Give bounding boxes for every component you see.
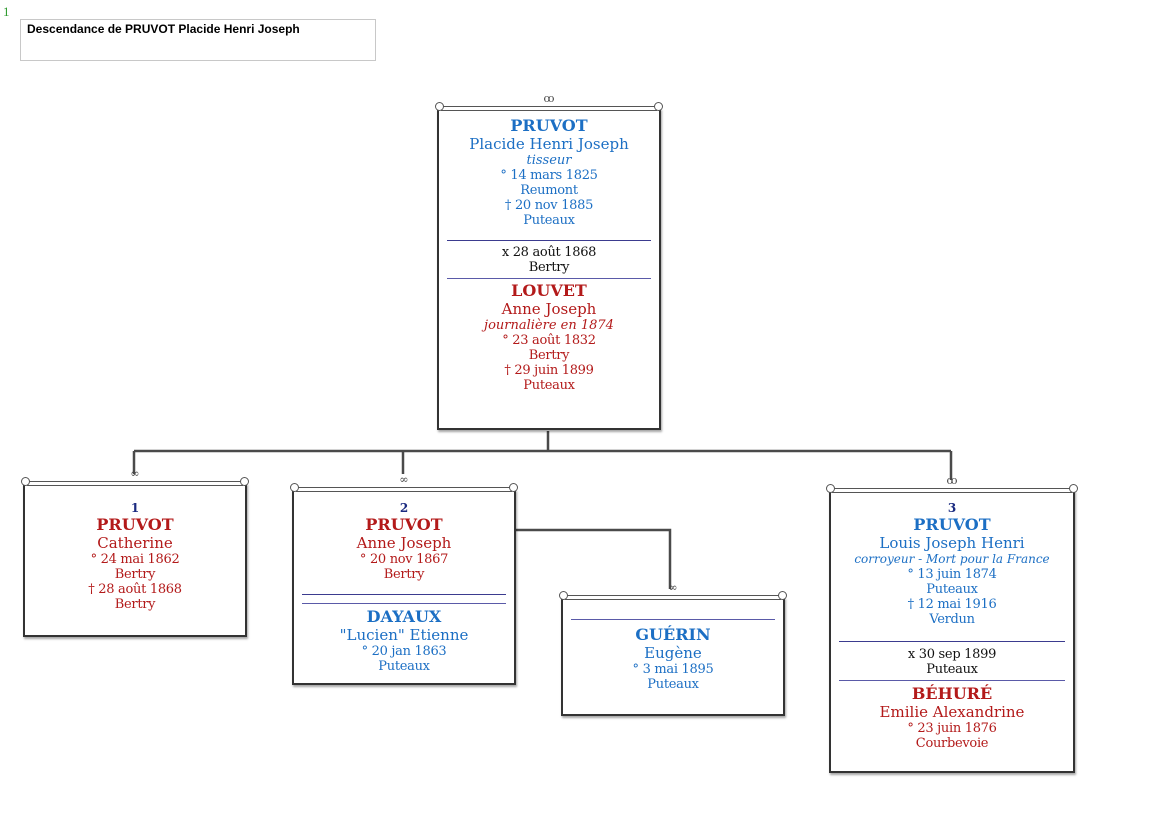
root-family-card[interactable]: ꝏ PRUVOT Placide Henri Joseph tisseur ° … [435, 93, 663, 430]
scroll-ornament-icon: ∞ [290, 474, 518, 495]
child-birth-place: Puteaux [926, 582, 978, 597]
grandchild-surname: GUÉRIN [635, 625, 711, 644]
root-spouse-birth-date: ° 23 août 1832 [502, 333, 596, 348]
child-number: 1 [130, 501, 140, 515]
spouse-birth-place: Puteaux [378, 659, 430, 674]
root-occupation: tisseur [526, 153, 572, 168]
child-birth-date: ° 13 juin 1874 [907, 567, 997, 582]
scroll-ornament-icon: ∞ [559, 582, 787, 603]
spouse-given-name: Emilie Alexandrine [879, 703, 1025, 721]
divider [571, 619, 775, 620]
child-number: 2 [399, 501, 409, 515]
child-given-name: Louis Joseph Henri [879, 534, 1025, 552]
root-birth-date: ° 14 mars 1825 [500, 168, 598, 183]
root-death-place: Puteaux [523, 213, 575, 228]
root-marriage-place: Bertry [528, 260, 570, 275]
spouse-surname: DAYAUX [366, 607, 442, 626]
divider [302, 603, 506, 604]
root-spouse-occupation: journalière en 1874 [484, 318, 614, 333]
scroll-ornament-icon: ꝏ [435, 93, 663, 114]
spouse-birth-date: ° 20 jan 1863 [361, 644, 447, 659]
child-birth-date: ° 20 nov 1867 [359, 552, 449, 567]
marriage-date: x 30 sep 1899 [907, 647, 997, 662]
root-spouse-given-name: Anne Joseph [501, 300, 597, 318]
child-death-place: Verdun [929, 612, 975, 627]
child-occupation: corroyeur - Mort pour la France [854, 552, 1050, 566]
child-death-date: † 12 mai 1916 [907, 597, 997, 612]
spouse-surname: BÉHURÉ [911, 684, 993, 703]
scroll-ornament-icon: ꝏ [826, 475, 1078, 496]
root-surname: PRUVOT [510, 116, 588, 135]
child-given-name: Catherine [97, 534, 173, 552]
root-marriage-date: x 28 août 1868 [501, 245, 597, 260]
spouse-birth-date: ° 23 juin 1876 [907, 721, 997, 736]
child-birth-place: Bertry [114, 567, 156, 582]
child-card-2[interactable]: ∞ 2 PRUVOT Anne Joseph ° 20 nov 1867 Ber… [290, 474, 518, 685]
root-given-name: Placide Henri Joseph [469, 135, 629, 153]
page-number: 1 [3, 4, 10, 19]
grandchild-line [515, 528, 672, 589]
marriage-place: Puteaux [926, 662, 978, 677]
tree-title-box: Descendance de PRUVOT Placide Henri Jose… [20, 19, 376, 61]
child-death-place: Bertry [114, 597, 156, 612]
divider [447, 240, 651, 241]
divider [447, 278, 651, 279]
root-spouse-birth-place: Bertry [528, 348, 570, 363]
spouse-given-name: "Lucien" Etienne [339, 626, 469, 644]
child-birth-date: ° 24 mai 1862 [90, 552, 180, 567]
root-spouse-death-date: † 29 juin 1899 [504, 363, 594, 378]
root-spouse-surname: LOUVET [511, 281, 587, 300]
divider [839, 680, 1065, 681]
root-spouse-death-place: Puteaux [523, 378, 575, 393]
root-death-date: † 20 nov 1885 [504, 198, 594, 213]
root-birth-place: Reumont [520, 183, 578, 198]
child-given-name: Anne Joseph [356, 534, 452, 552]
spouse-birth-place: Courbevoie [915, 736, 989, 751]
divider [302, 594, 506, 595]
child-surname: PRUVOT [365, 515, 443, 534]
divider [839, 641, 1065, 642]
grandchild-card[interactable]: ∞ GUÉRIN Eugène ° 3 mai 1895 Puteaux [559, 582, 787, 716]
child-card-1[interactable]: ∞ 1 PRUVOT Catherine ° 24 mai 1862 Bertr… [21, 468, 249, 637]
child-number: 3 [947, 501, 957, 515]
child-death-date: † 28 août 1868 [88, 582, 182, 597]
child-surname: PRUVOT [913, 515, 991, 534]
child-surname: PRUVOT [96, 515, 174, 534]
grandchild-given-name: Eugène [644, 644, 702, 662]
grandchild-birth-date: ° 3 mai 1895 [632, 662, 714, 677]
grandchild-birth-place: Puteaux [647, 677, 699, 692]
child-birth-place: Bertry [383, 567, 425, 582]
child-card-3[interactable]: ꝏ 3 PRUVOT Louis Joseph Henri corroyeur … [826, 475, 1078, 773]
scroll-ornament-icon: ∞ [21, 468, 249, 489]
